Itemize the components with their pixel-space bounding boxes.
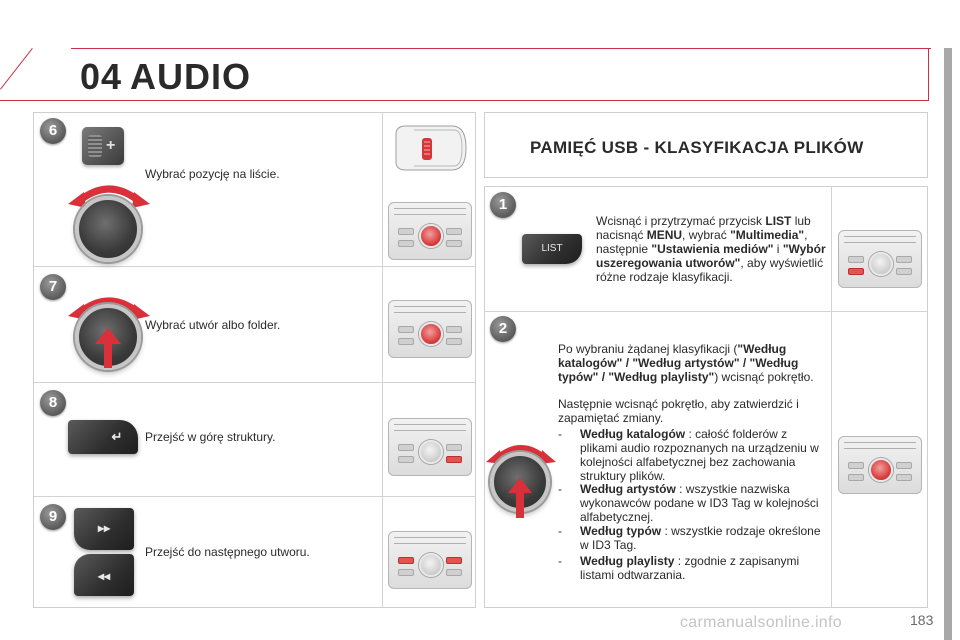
step-2-badge: 2: [490, 316, 516, 342]
step-2-intro: Po wybraniu żądanej klasyfikacji ("Wedłu…: [558, 342, 814, 384]
list-item: - Według artystów : wszystkie nazwiska w…: [558, 482, 819, 524]
list-item: - Według typów : wszystkie rodzaje okreś…: [558, 524, 821, 552]
step-divider: [34, 496, 475, 497]
next-track-button-icon: ▸▸: [74, 508, 134, 550]
press-arrow-icon: [508, 478, 532, 518]
wheel-control-icon: +: [82, 127, 124, 165]
step-9-badge: 9: [40, 504, 66, 530]
list-item: - Według playlisty : zgodnie z zapisanym…: [558, 554, 800, 582]
radio-panel-image: [384, 523, 476, 597]
step-6-badge: 6: [40, 118, 66, 144]
usb-section-title: PAMIĘĆ USB - KLASYFIKACJA PLIKÓW: [530, 138, 864, 157]
next-glyph: ▸▸: [97, 521, 111, 535]
radio-panel-image: [834, 222, 926, 296]
list-button-label: LIST: [541, 243, 563, 254]
chapter-title: AUDIO: [130, 56, 251, 97]
prev-track-button-icon: ◂◂: [74, 554, 134, 596]
image-column-divider: [382, 113, 383, 607]
prev-glyph: ◂◂: [97, 569, 111, 583]
image-column-divider: [831, 187, 832, 607]
rotary-knob-icon: [75, 196, 141, 262]
step-divider: [34, 266, 475, 267]
press-arrow-icon: [95, 328, 121, 368]
step-7-badge: 7: [40, 274, 66, 300]
step-divider: [34, 382, 475, 383]
radio-panel-image: [384, 292, 476, 366]
step-6-text: Wybrać pozycję na liście.: [145, 167, 280, 181]
usb-title-panel: [484, 112, 928, 178]
step-1-badge: 1: [490, 192, 516, 218]
step-1-text: Wcisnąć i przytrzymać przycisk LIST lub …: [596, 214, 826, 284]
step-8-text: Przejść w górę struktury.: [145, 430, 276, 444]
step-2-confirm: Następnie wcisnąć pokrętło, aby zatwierd…: [558, 397, 799, 425]
back-button-icon: ↵: [68, 420, 138, 454]
header-right-line: [928, 48, 929, 101]
plus-icon: +: [106, 137, 116, 154]
step-divider: [485, 311, 927, 312]
list-item: - Według katalogów : całość folderów z p…: [558, 427, 819, 483]
radio-panel-image: [834, 428, 926, 502]
step-7-text: Wybrać utwór albo folder.: [145, 318, 281, 332]
wheel-ridges-icon: [88, 135, 102, 157]
step-8-badge: 8: [40, 390, 66, 416]
steering-control-image: [392, 124, 468, 172]
chapter-number: 04: [80, 56, 123, 97]
list-button-icon: LIST: [522, 234, 582, 264]
step-9-text: Przejść do następnego utworu.: [145, 545, 310, 559]
watermark: carmanualsonline.info: [680, 614, 842, 631]
radio-panel-image: [384, 194, 476, 268]
radio-panel-image: [384, 410, 476, 484]
rotate-arrow-icon: [68, 185, 150, 208]
side-scroll-bar: [944, 48, 952, 640]
return-glyph: ↵: [111, 429, 123, 444]
header-bottom-line: [0, 100, 928, 101]
header-top-line: [71, 48, 931, 49]
header-slant-line: [0, 48, 33, 90]
page-number: 183: [910, 612, 934, 628]
